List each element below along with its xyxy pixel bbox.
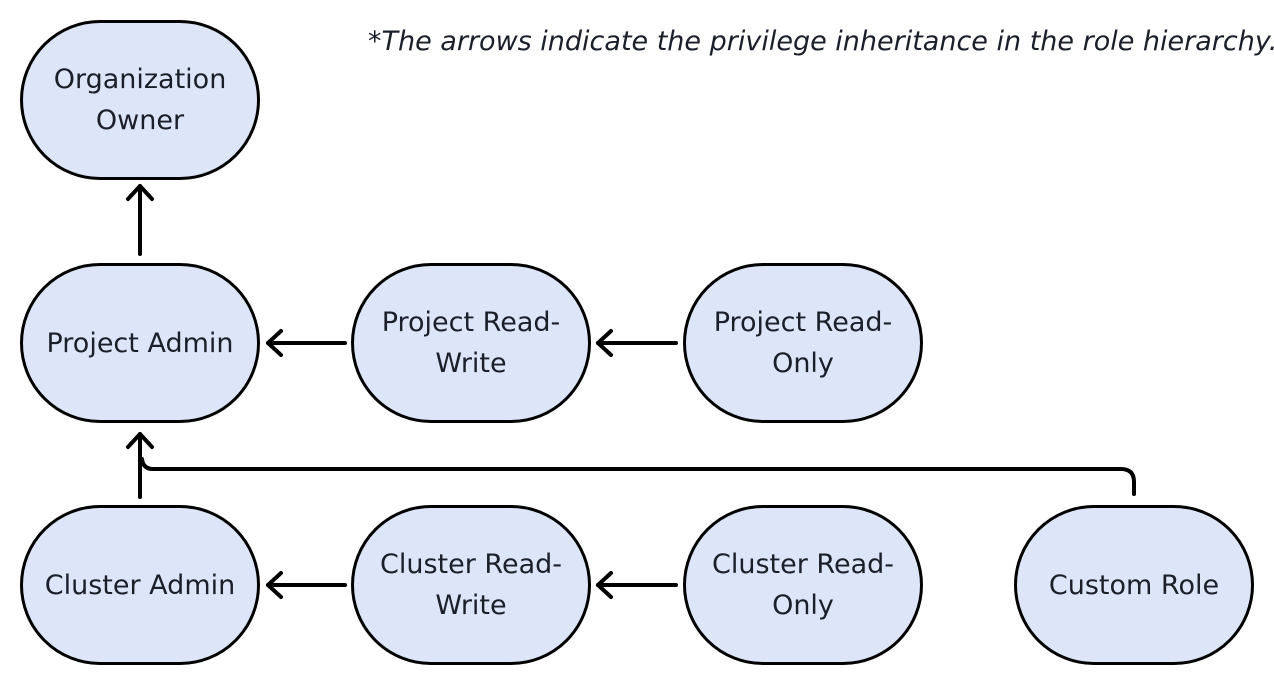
node-project-admin: Project Admin <box>20 263 260 423</box>
node-label: Cluster Admin <box>44 569 236 601</box>
arrow-custom-role-to-project-admin <box>140 457 1136 496</box>
node-custom-role: Custom Role <box>1014 505 1254 665</box>
node-cluster-read-write: Cluster Read-Write <box>351 505 591 665</box>
node-label: Organization Owner <box>53 64 227 136</box>
node-label: Custom Role <box>1048 569 1220 601</box>
node-cluster-read-only: Cluster Read-Only <box>683 505 923 665</box>
node-project-read-only: Project Read-Only <box>683 263 923 423</box>
arrow-project-read-only-to-project-read-write <box>596 329 678 357</box>
arrow-cluster-admin-to-project-admin <box>126 432 154 499</box>
node-organization-owner: Organization Owner <box>20 20 260 180</box>
arrow-project-read-write-to-project-admin <box>266 329 347 357</box>
arrow-project-admin-to-organization-owner <box>126 184 154 256</box>
arrow-cluster-read-write-to-cluster-admin <box>266 571 347 599</box>
node-label: Project Admin <box>46 327 234 359</box>
arrow-cluster-read-only-to-cluster-read-write <box>596 571 678 599</box>
node-label: Cluster Read-Write <box>380 549 562 621</box>
node-cluster-admin: Cluster Admin <box>20 505 260 665</box>
node-project-read-write: Project Read-Write <box>351 263 591 423</box>
node-label: Cluster Read-Only <box>712 549 894 621</box>
node-label: Project Read-Only <box>713 307 893 379</box>
node-label: Project Read-Write <box>381 307 561 379</box>
diagram-note: *The arrows indicate the privilege inher… <box>368 26 1274 57</box>
